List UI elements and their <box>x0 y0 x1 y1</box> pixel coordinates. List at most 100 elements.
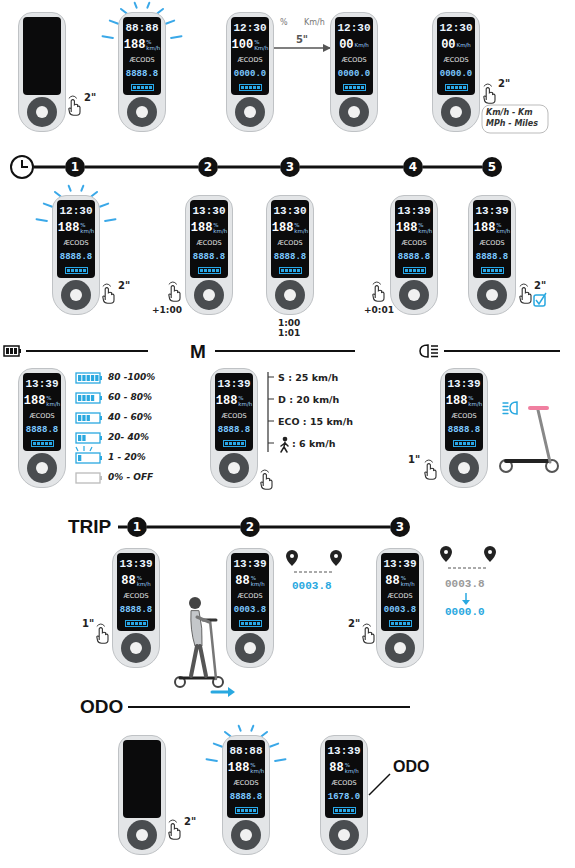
unit-column: Km/h <box>457 42 471 48</box>
unit-column: %km/h <box>251 575 265 587</box>
display-unit: 12:3000Km/hÆCODS0000.0 <box>432 12 480 132</box>
speed-readout: 188 <box>272 222 294 235</box>
main-readout: 188%km/h <box>58 222 95 235</box>
lcd-screen: 13:39188%km/hÆCODS8888.8 <box>473 200 511 278</box>
battery-cell <box>349 86 352 89</box>
battery-cell <box>455 86 458 89</box>
battery-sample <box>76 373 102 383</box>
battery-cell <box>241 622 244 625</box>
battery-cell <box>491 269 494 272</box>
battery-cell <box>403 622 406 625</box>
battery-outline <box>76 373 100 383</box>
unit-readout: % <box>401 575 415 581</box>
display-unit: 13:3988%km/hÆCODS1678.0 <box>320 735 368 855</box>
mode-readout: ÆCODS <box>341 57 366 64</box>
battery-gauge <box>445 84 468 91</box>
speed-readout: 88 <box>385 575 399 588</box>
battery-outline <box>76 433 100 443</box>
unit-readout: km/h <box>137 581 151 587</box>
distance-readout: 8888.8 <box>448 425 480 435</box>
flash-ray <box>171 36 181 38</box>
unit-readout: Km/h <box>355 42 369 48</box>
unit-readout: km/h <box>401 581 415 587</box>
button-center <box>136 106 148 118</box>
clock-readout: 13:39 <box>217 378 250 390</box>
battery-cell <box>67 269 70 272</box>
battery-tip <box>100 456 102 460</box>
display-unit: 13:39188%km/hÆCODS8888.8 <box>468 195 516 315</box>
battery-cell <box>41 442 44 445</box>
mode-readout: ÆCODS <box>387 593 412 600</box>
speed-readout: 00 <box>441 39 455 52</box>
flash-ray <box>251 726 253 731</box>
main-readout: 88%km/h <box>329 762 358 775</box>
unit-readout: km/h <box>213 228 227 234</box>
button-center <box>244 106 256 118</box>
label: 0003.8 <box>445 578 485 590</box>
battery-cell <box>78 415 81 421</box>
distance-readout: 8888.8 <box>120 605 152 615</box>
button-center <box>244 642 256 654</box>
pointing-hand <box>425 460 436 479</box>
press-wave <box>261 470 269 472</box>
pointing-hand <box>169 820 180 839</box>
clock-readout: 88:88 <box>125 22 158 34</box>
battery-gauge <box>279 267 302 274</box>
control-button <box>121 633 151 663</box>
step-number-text: 5 <box>488 161 496 173</box>
legend-text: 60 - 80% <box>108 392 152 402</box>
press-wave <box>69 96 77 98</box>
mode-readout: ÆCODS <box>129 57 154 64</box>
distance-readout: 8888.8 <box>476 252 508 262</box>
unit-column: %km/h <box>213 222 227 234</box>
battery-cell <box>421 269 424 272</box>
label: TRIP <box>68 516 111 538</box>
lcd-screen: 13:30188%km/hÆCODS8888.8 <box>190 200 228 278</box>
mode-readout: ÆCODS <box>196 240 221 247</box>
lcd-screen: 13:39188%km/hÆCODS8888.8 <box>445 373 483 451</box>
display-unit: 12:30188%km/hÆCODS8888.8 <box>52 195 100 315</box>
hand-outline <box>484 88 495 104</box>
lcd-screen: 13:39188%km/hÆCODS8888.8 <box>215 373 253 451</box>
label: Km/h - Km <box>486 108 533 117</box>
battery-cell <box>216 269 219 272</box>
label: MPh - Miles <box>486 119 538 128</box>
battery-icon <box>4 346 21 356</box>
battery-gauge <box>481 267 504 274</box>
edge-label: 5" <box>295 34 309 45</box>
battery-gauge <box>333 807 356 814</box>
battery-cell <box>135 622 138 625</box>
mode-readout: ÆCODS <box>123 593 148 600</box>
battery-cell <box>71 269 74 272</box>
label: M <box>190 341 206 363</box>
battery-cell <box>335 809 338 812</box>
battery-cell <box>78 455 81 461</box>
button-center <box>228 462 240 474</box>
display-unit: 13:3988%km/hÆCODS0003.8 <box>376 548 424 668</box>
speed-readout: 00 <box>339 39 353 52</box>
mode-readout: ÆCODS <box>451 413 476 420</box>
battery-outline <box>76 393 100 403</box>
flash-ray <box>275 759 285 761</box>
battery-cell <box>417 269 420 272</box>
lcd-screen: 13:3988%km/hÆCODS0003.8 <box>381 553 419 631</box>
lcd-screen: 88:88188%km/hÆCODS8888.8 <box>123 17 161 95</box>
press-wave <box>97 624 105 626</box>
battery-tip <box>100 476 102 480</box>
main-readout: 88%km/h <box>385 575 414 588</box>
control-button <box>194 280 224 310</box>
battery-cell <box>82 375 85 381</box>
battery-cell <box>95 375 98 381</box>
display-unit: 13:39188%km/hÆCODS8888.8 <box>18 368 66 488</box>
battery-cell <box>361 86 364 89</box>
unit-column: %km/h <box>418 222 432 234</box>
battery-cell <box>241 809 244 812</box>
battery-cell <box>483 269 486 272</box>
battery-cell <box>347 809 350 812</box>
unit-column: %km/h <box>345 762 359 774</box>
button-center <box>394 642 406 654</box>
battery-tip <box>100 376 102 380</box>
unit-column: %km/h <box>80 222 94 234</box>
flash-ray <box>110 21 118 24</box>
